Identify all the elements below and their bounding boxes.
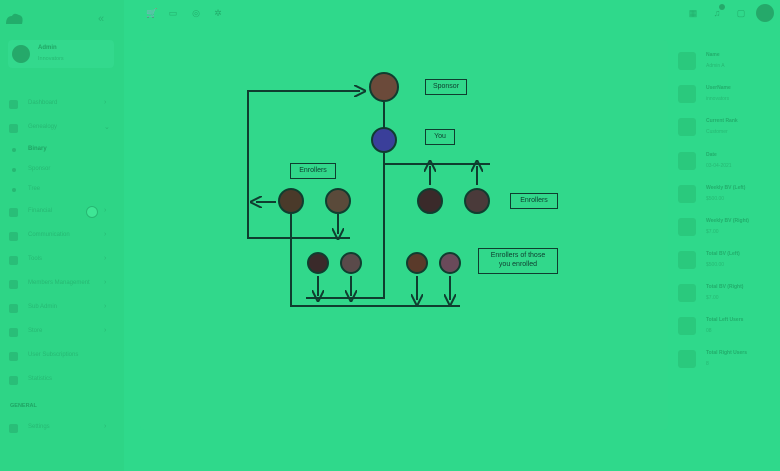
users-icon <box>678 350 696 368</box>
chevron-right-icon: › <box>104 327 107 334</box>
label-enrollers-of-those: Enrollers of those you enrolled <box>478 248 558 274</box>
notification-badge <box>719 4 725 10</box>
chevron-right-icon: › <box>104 303 107 310</box>
chevron-right-icon: › <box>104 99 107 106</box>
chevron-right-icon: › <box>104 279 107 286</box>
section-general-label: GENERAL <box>10 403 37 409</box>
chevron-right-icon: › <box>104 207 107 214</box>
label-sponsor: Sponsor <box>425 79 467 95</box>
avatar <box>369 72 399 102</box>
chart-icon <box>678 185 696 203</box>
avatar <box>417 188 443 214</box>
avatar <box>307 252 329 274</box>
bottom-trunk-line <box>290 214 460 307</box>
sidebar-item-members-management[interactable]: Members Management › <box>0 272 124 296</box>
chart-icon <box>678 251 696 269</box>
sidebar: « Admin Innovators Dashboard › Genealogy… <box>0 0 124 471</box>
settings-icon[interactable]: ✲ <box>214 8 222 18</box>
sidebar-item-tools[interactable]: Tools › <box>0 248 124 272</box>
profile-card[interactable]: Admin Innovators <box>8 40 114 68</box>
label-enrollers-left: Enrollers <box>290 163 336 179</box>
profile-name: Admin <box>38 45 57 51</box>
sidebar-item-user-subscriptions[interactable]: User Subscriptions <box>0 344 124 368</box>
info-row: Total BV (Right)$7.00 <box>672 280 772 308</box>
logo-icon <box>6 13 23 24</box>
fullscreen-icon[interactable]: ▢ <box>736 8 746 18</box>
sidebar-item-genealogy[interactable]: Genealogy ⌄ <box>0 116 124 140</box>
collapse-sidebar-icon[interactable]: « <box>98 13 105 25</box>
main-content-card <box>140 40 668 430</box>
info-row: Weekly BV (Left)$500.00 <box>672 181 772 209</box>
folder-icon[interactable]: ▭ <box>168 8 178 18</box>
bullet-icon <box>12 168 16 172</box>
sponsor-loop-line <box>247 91 360 239</box>
chart-icon <box>678 218 696 236</box>
info-row: Total BV (Left)$500.00 <box>672 247 772 275</box>
bullet-icon <box>12 188 16 192</box>
status-badge <box>86 206 98 218</box>
sidebar-item-dashboard[interactable]: Dashboard › <box>0 92 124 116</box>
tree-icon <box>9 124 18 133</box>
avatar <box>325 188 351 214</box>
chevron-right-icon: › <box>104 255 107 262</box>
info-row: Weekly BV (Right)$7.00 <box>672 214 772 242</box>
tools-icon <box>9 256 18 265</box>
bullet-icon <box>12 148 16 152</box>
avatar <box>12 45 30 63</box>
bell-icon[interactable]: ♫ <box>713 8 721 18</box>
avatar <box>406 252 428 274</box>
stats-icon <box>9 376 18 385</box>
wallet-icon <box>9 208 18 217</box>
avatar <box>439 252 461 274</box>
user-icon <box>678 52 696 70</box>
profile-role: Innovators <box>38 56 64 62</box>
sidebar-item-financial[interactable]: Financial › <box>0 200 124 224</box>
user-icon <box>678 85 696 103</box>
chat-icon <box>9 232 18 241</box>
rank-icon <box>678 118 696 136</box>
sidebar-item-settings[interactable]: Settings › <box>0 416 124 440</box>
avatar[interactable] <box>756 4 774 22</box>
sidebar-item-store[interactable]: Store › <box>0 320 124 344</box>
users-icon <box>678 317 696 335</box>
chart-icon <box>678 284 696 302</box>
admin-icon <box>9 304 18 313</box>
users-icon <box>9 280 18 289</box>
sidebar-item-statistics[interactable]: Statistics <box>0 368 124 392</box>
grid-icon[interactable]: ▦ <box>688 8 698 18</box>
sidebar-subitem-binary[interactable]: Binary <box>0 140 124 160</box>
label-enrollers-right: Enrollers <box>510 193 558 209</box>
avatar <box>464 188 490 214</box>
avatar <box>371 127 397 153</box>
chevron-down-icon: ⌄ <box>104 124 110 131</box>
sidebar-item-sub-admin[interactable]: Sub Admin › <box>0 296 124 320</box>
calendar-icon <box>678 152 696 170</box>
person-avatars <box>278 72 490 274</box>
avatar <box>340 252 362 274</box>
you-trunk-line <box>306 153 385 299</box>
home-icon <box>9 100 18 109</box>
sidebar-subitem-tree[interactable]: Tree <box>0 180 124 200</box>
chevron-right-icon: › <box>104 423 107 430</box>
gear-icon <box>9 424 18 433</box>
cart-icon[interactable]: 🛒 <box>146 8 158 18</box>
sidebar-subitem-sponsor[interactable]: Sponsor <box>0 160 124 180</box>
label-you: You <box>425 129 455 145</box>
sidebar-item-communication[interactable]: Communication › <box>0 224 124 248</box>
sidebar-nav: Dashboard › Genealogy ⌄ Binary Sponsor T… <box>0 92 124 392</box>
chevron-right-icon: › <box>104 231 107 238</box>
subscription-icon <box>9 352 18 361</box>
support-icon[interactable]: ◎ <box>192 8 200 18</box>
avatar <box>278 188 304 214</box>
store-icon <box>9 328 18 337</box>
